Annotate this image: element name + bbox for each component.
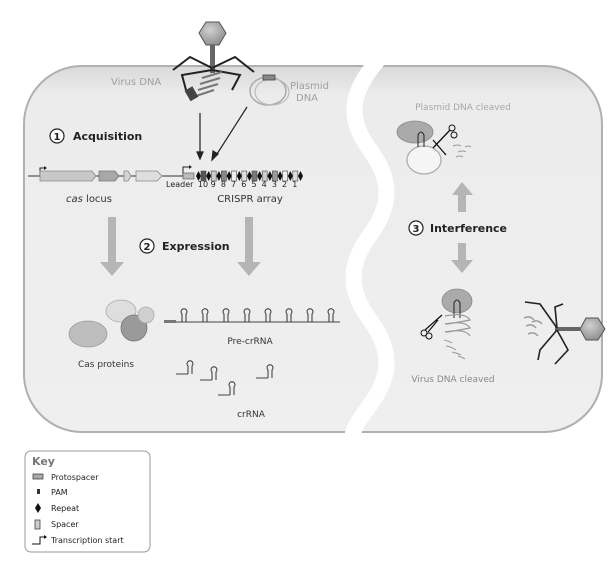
spacer-icon (34, 519, 41, 530)
hairpin (306, 308, 314, 322)
cas-locus-label: cas locus (66, 194, 112, 205)
spacer-mark (210, 170, 217, 182)
crrna (176, 360, 274, 396)
spacer-mark (282, 170, 288, 182)
stage-3-number: 3 (413, 224, 420, 235)
spacer-number: 6 (241, 180, 246, 189)
acquisition-arrows (196, 106, 248, 162)
cell-body (23, 65, 603, 433)
plasmid-dna-label-2: DNA (296, 93, 318, 104)
stage-2-title: Expression (162, 240, 230, 253)
leader-label: Leader (166, 180, 194, 189)
repeat-mark (236, 171, 242, 181)
spacer-mark (200, 170, 207, 182)
virus-cleavage-icon (420, 288, 473, 360)
leader-rna (164, 320, 176, 323)
hairpin (222, 308, 230, 322)
hairpin (186, 360, 194, 374)
spacer-mark (272, 170, 278, 182)
pre-crrna-label: Pre-crRNA (227, 337, 273, 347)
spacer-mark (261, 170, 268, 182)
interference-arrows (451, 182, 473, 273)
phage-top-icon (172, 21, 255, 102)
spacer-number: 5 (251, 180, 256, 189)
stage-1-title: Acquisition (73, 130, 142, 143)
pam-icon (37, 489, 40, 494)
repeat-mark (206, 171, 212, 181)
hairpin (201, 308, 209, 322)
spacer-number: 10 (198, 180, 208, 189)
pre-crrna (164, 308, 340, 323)
expression-arrows (100, 217, 261, 276)
spacer-mark (292, 170, 299, 182)
spacer-number: 7 (231, 180, 236, 189)
repeat-mark (196, 171, 201, 181)
repeat-mark (247, 171, 252, 181)
crrna-label: crRNA (237, 410, 266, 420)
key-box (24, 450, 151, 553)
cas-locus (28, 166, 182, 182)
hairpin (210, 366, 218, 380)
plasmid-cleaved-label: Plasmid DNA cleaved (415, 103, 511, 113)
key-item-label: Protospacer (51, 473, 99, 482)
spacer-mark (241, 170, 248, 182)
stage-1-badge (49, 128, 65, 144)
key-title: Key (32, 455, 55, 468)
spacer-mark (231, 170, 237, 182)
hairpin (266, 364, 274, 378)
hairpin (264, 308, 272, 322)
stage-3-title: Interference (430, 222, 507, 235)
spacer-number: 2 (282, 180, 287, 189)
crispr-array (182, 165, 303, 182)
virus-cleaved-label: Virus DNA cleaved (411, 375, 494, 385)
crispr-array-label: CRISPR array (217, 194, 283, 205)
key-item-label: Transcription start (50, 536, 124, 545)
repeat-mark (277, 171, 283, 181)
repeat-mark (216, 171, 222, 181)
plasmid-dna-label: Plasmid (290, 81, 329, 92)
stage-1-number: 1 (54, 132, 61, 143)
hairpin (243, 308, 251, 322)
spacer-mark (251, 170, 258, 182)
stage-2-badge (139, 238, 155, 254)
repeat-mark (257, 171, 263, 181)
protospacer-icon (32, 473, 44, 480)
key-item-label: Repeat (51, 504, 79, 513)
spacer-number: 9 (211, 180, 216, 189)
spacer-number: 4 (262, 180, 267, 189)
stage-2-number: 2 (144, 242, 151, 253)
plasmid-icon (249, 74, 290, 106)
phage-right-icon (523, 301, 606, 365)
repeat-mark (298, 171, 303, 181)
repeat-mark (287, 171, 293, 181)
key-item-label: Spacer (51, 520, 79, 529)
transcription-start-icon (32, 536, 45, 545)
spacer-number: 8 (221, 180, 226, 189)
hairpin (180, 308, 188, 322)
hairpin (228, 381, 236, 395)
stage-3-badge (408, 220, 424, 236)
repeat-mark (267, 171, 273, 181)
cas-proteins-icon (68, 299, 155, 348)
hairpin (327, 308, 335, 322)
hairpin (285, 308, 293, 322)
repeat-mark (226, 171, 232, 181)
spacer-number: 1 (292, 180, 297, 189)
cas-proteins-label: Cas proteins (78, 360, 134, 370)
plasmid-cleavage-icon (396, 120, 472, 175)
wavy-divider (344, 54, 395, 441)
virus-dna-label: Virus DNA (111, 77, 161, 88)
spacer-mark (221, 170, 227, 182)
repeat-icon (35, 503, 41, 513)
key-item-label: PAM (51, 488, 68, 497)
spacer-number: 3 (272, 180, 277, 189)
